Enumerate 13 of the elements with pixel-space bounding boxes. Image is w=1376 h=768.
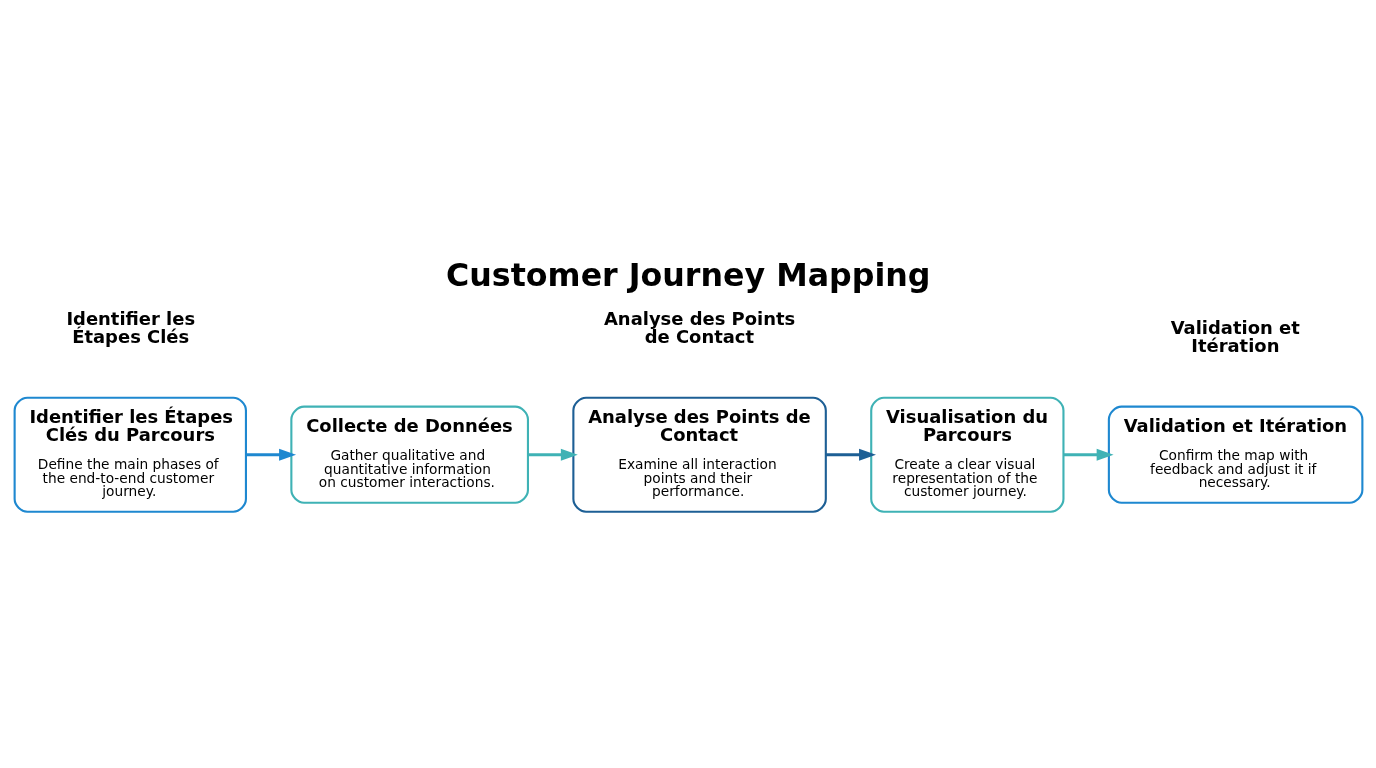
label: Identifier les Étapes Clés [65, 307, 195, 347]
arrow [1063, 448, 1114, 461]
arrow [825, 448, 876, 461]
node-box: Analyse des Points de Contact Examine all interaction points and their performance. [571, 396, 827, 513]
arrow [245, 448, 296, 461]
diagram-title: Customer Journey Mapping [445, 256, 930, 293]
node-box: Validation et Itération Confirm the map with feedback and adjust it if necessary. [1107, 405, 1363, 504]
node-box: Collecte de Données Gather qualitative and quantitative information on customer interactions. [289, 405, 529, 504]
label: Analyse des Points de Contact [603, 307, 795, 347]
arrow [527, 448, 578, 461]
node-box: Identifier les Étapes Clés du Parcours Define the main phases of the end-to-end customer journey. [13, 396, 247, 513]
label: Validation et Itération [1170, 316, 1300, 356]
node-box: Visualisation du Parcours Create a clear visual representation of the customer journey. [869, 396, 1064, 513]
